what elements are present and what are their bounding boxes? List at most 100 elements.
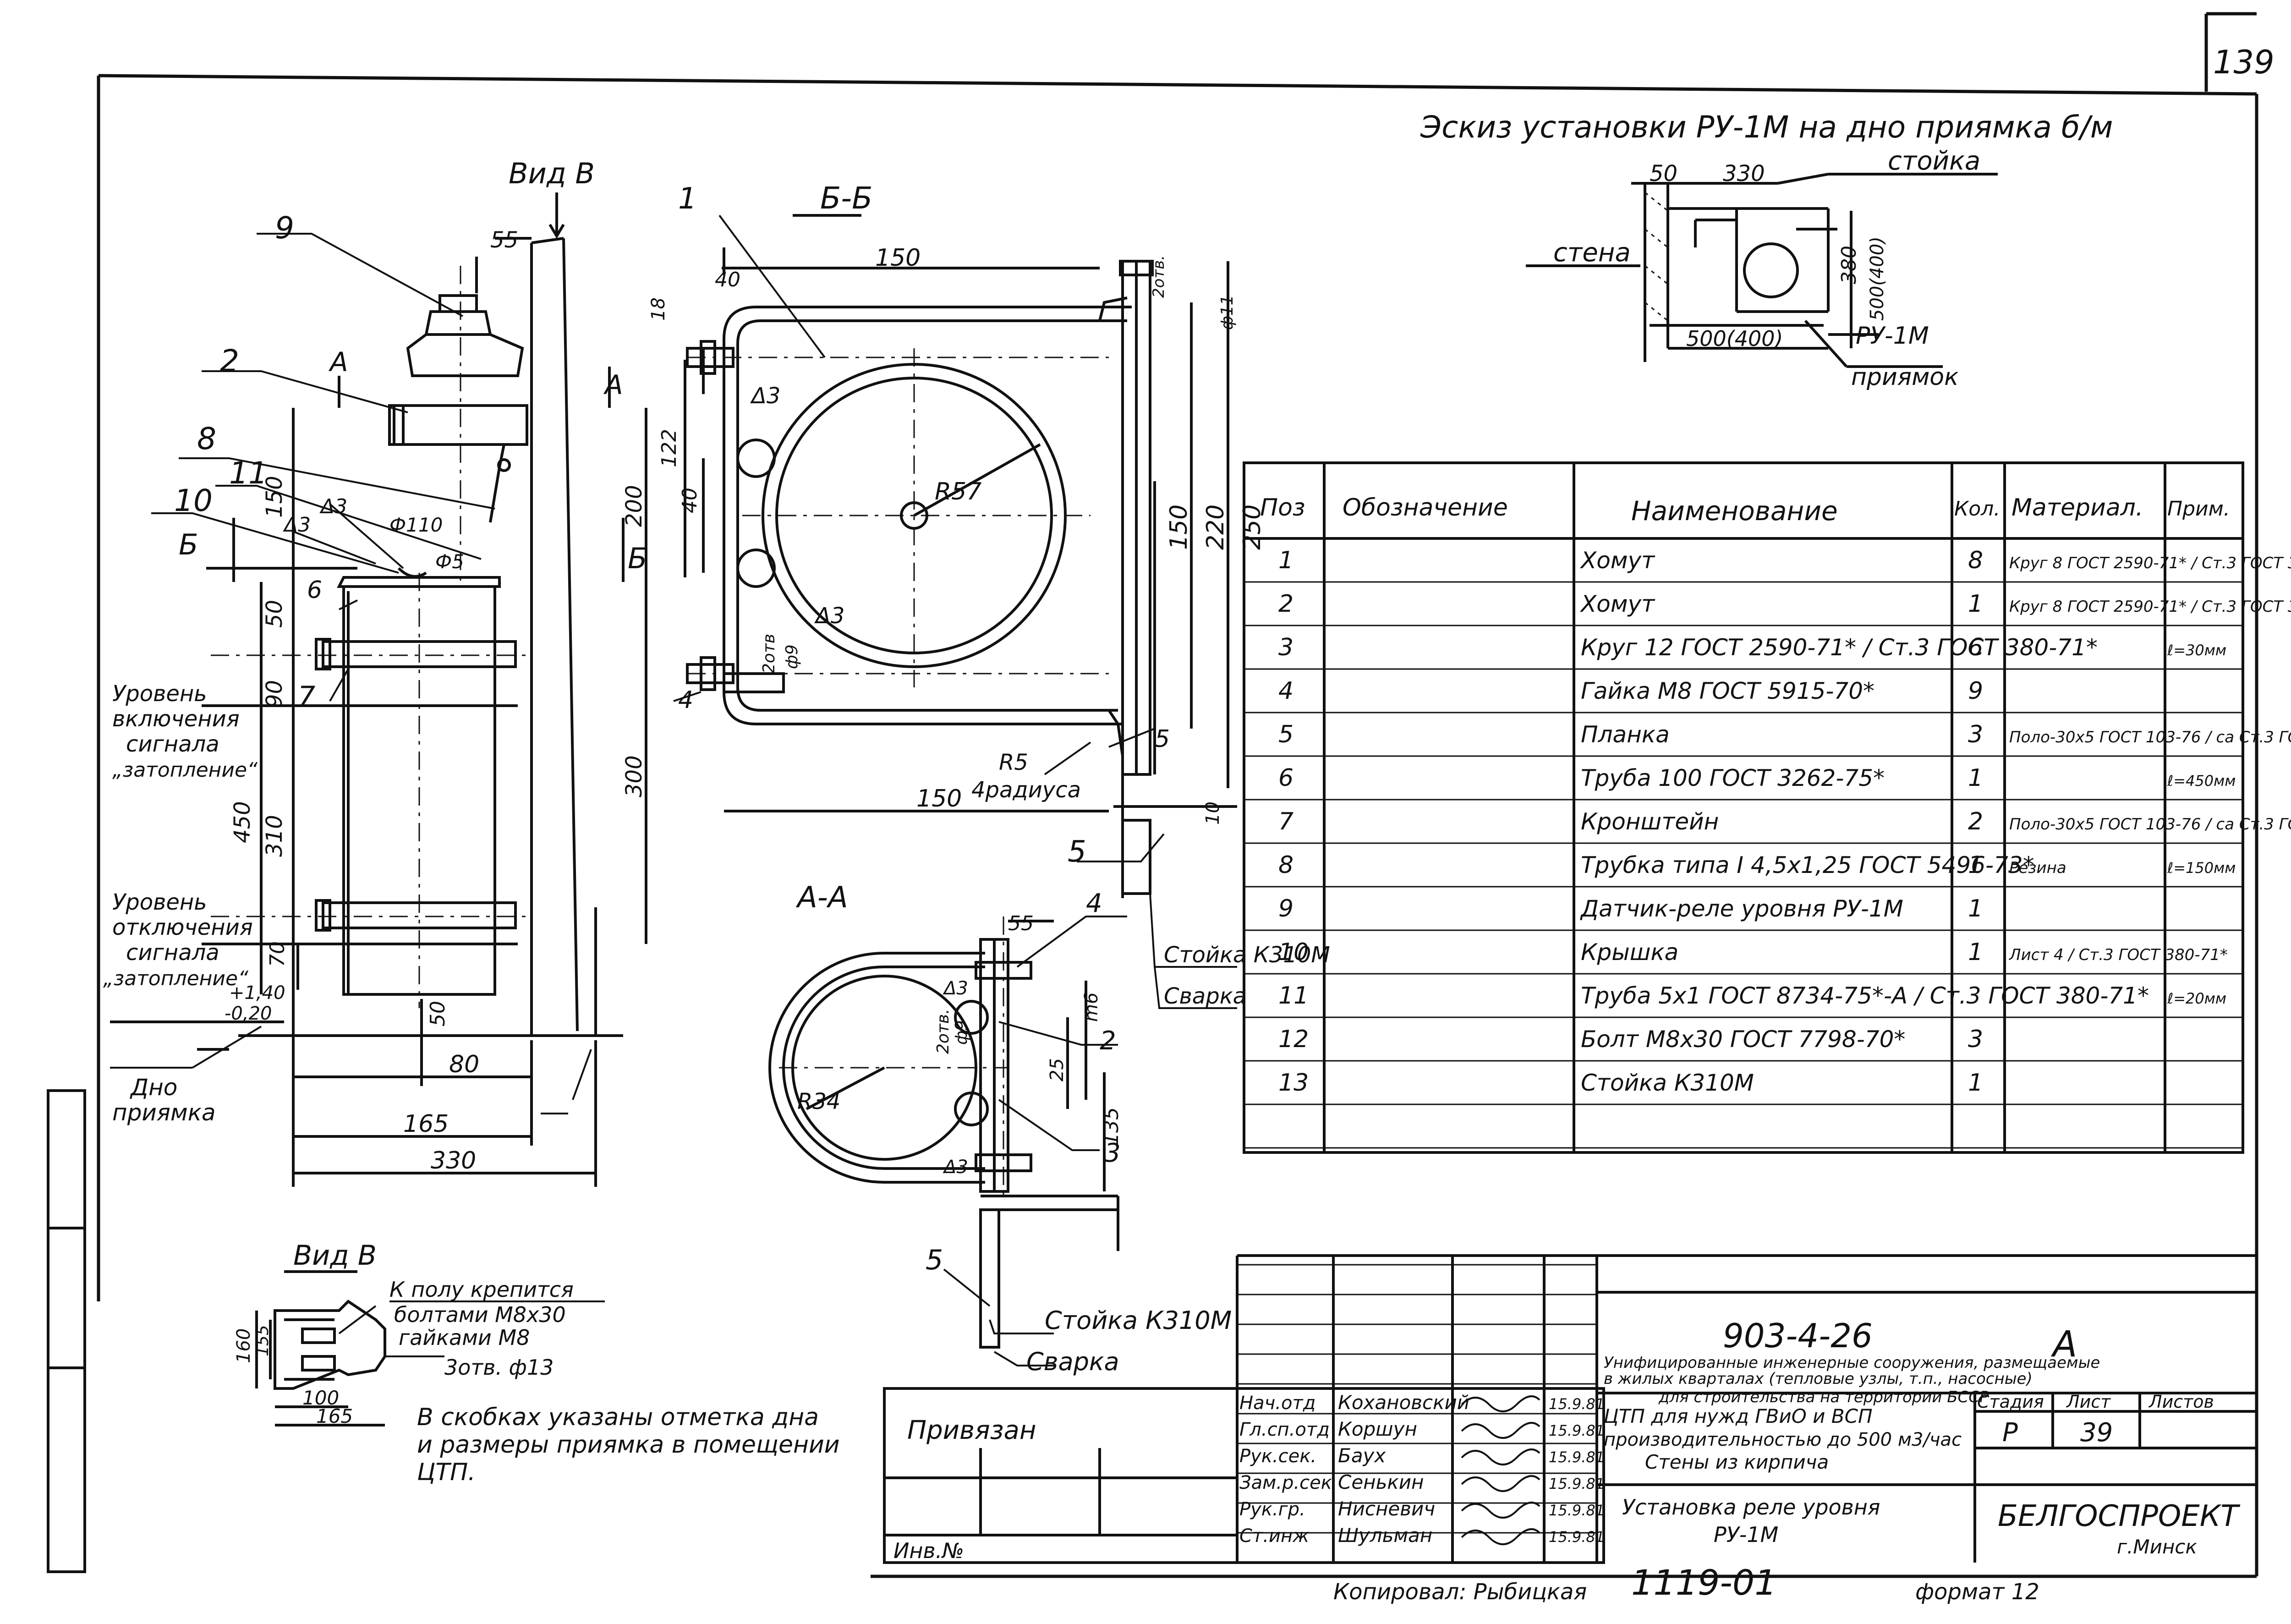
dim-80: 80 [449, 1051, 479, 1078]
stamp-person-date: 15.9.81 [1549, 1422, 1605, 1439]
bb-dim-phi9: ф9 [783, 644, 801, 669]
spec-cell-pos: 5 [1278, 721, 1293, 748]
spec-cell-qty: 1 [1968, 1069, 1983, 1097]
section-bb-title: Б-Б [820, 181, 872, 216]
section-bb: Б-Б [648, 181, 1266, 898]
stamp-sheets-label: Листов [2148, 1392, 2214, 1412]
signature-mark [1461, 1448, 1540, 1465]
view-b-small: Вид В К полу крепится болтами М8х30 гайк… [233, 1240, 605, 1427]
spec-cell-pos: 2 [1278, 590, 1293, 618]
spec-cell-pos: 4 [1278, 677, 1293, 705]
stamp-stage: Р [2002, 1418, 2018, 1448]
bb-dim-phi11: ф11 [1218, 295, 1237, 330]
bb-dim-40: 40 [715, 268, 740, 291]
spec-header-name: Наименование [1631, 495, 1838, 527]
aa-stoika: Стойка К310М [1045, 1306, 1232, 1335]
stamp-person-role: Ст.инж [1239, 1525, 1309, 1547]
level-off-4: „затопление“ [103, 967, 248, 990]
dim-450: 450 [230, 801, 255, 843]
spec-cell-note: ℓ=450мм [2167, 772, 2236, 790]
archive-number: 1119-01 [1631, 1562, 1777, 1603]
stamp-person-role: Рук.сек. [1239, 1446, 1316, 1467]
spec-cell-mat: Лист 4 / Ст.3 ГОСТ 380-71* [2008, 946, 2228, 964]
spec-cell-name: Труба 5х1 ГОСТ 8734-75*-А / Ст.3 ГОСТ 38… [1581, 982, 2149, 1009]
spec-cell-name: Труба 100 ГОСТ 3262-75* [1581, 765, 1885, 791]
stamp-inv: Инв.№ [893, 1538, 964, 1563]
signature-mark [1461, 1528, 1540, 1545]
stamp-person-name: Баух [1338, 1444, 1386, 1467]
level-plus140: +1,40 [229, 982, 285, 1004]
delta3-b: Δ3 [283, 513, 311, 537]
spec-cell-mat: Поло-30х5 ГОСТ 103-76 / са Ст.3 ГОСТ 380… [2009, 815, 2291, 834]
callout-9: 9 [275, 210, 294, 246]
stamp-code: 903-4-26 [1723, 1317, 1873, 1355]
bb-dim-2otv: 2отв. [1150, 255, 1168, 298]
spec-cell-note: ℓ=20мм [2167, 990, 2226, 1007]
bb-dim-18: 18 [648, 297, 669, 321]
view-b-dim-100: 100 [302, 1387, 339, 1409]
aa-delta3-a: Δ3 [943, 978, 968, 999]
stamp-object-1: ЦТП для нужд ГВиО и ВСП [1604, 1405, 1873, 1427]
bottom-label-2: приямка [112, 1099, 216, 1126]
dim-50: 50 [262, 600, 287, 628]
spec-cell-mat: Резина [2009, 859, 2066, 877]
sketch-title: Эскиз установки РУ-1М на дно приямка б/м [1420, 110, 2113, 145]
spec-cell-name: Гайка М8 ГОСТ 5915-70* [1581, 678, 1874, 704]
sketch-dim-380: 380 [1837, 246, 1861, 284]
sketch-dim-500h: 500(400) [1686, 326, 1783, 351]
stamp-person-name: Сенькин [1338, 1471, 1424, 1493]
spec-cell-qty: 2 [1968, 808, 1983, 835]
level-off-2: отключения [112, 915, 253, 940]
bb-dim-r5: R5 [999, 750, 1028, 775]
stamp-project-2: в жилых кварталах (тепловые узлы, т.п., … [1604, 1370, 2033, 1388]
view-b-note-2: болтами М8х30 [394, 1302, 566, 1327]
bb-stoika-label: Стойка К310М [1164, 942, 1330, 968]
dim-70: 70 [266, 941, 289, 967]
view-b-note-1: К полу крепится [389, 1277, 574, 1302]
stamp-person-role: Зам.р.сек [1239, 1472, 1332, 1493]
spec-header-qty: Кол. [1954, 497, 2000, 521]
spec-cell-qty: 3 [1968, 1026, 1983, 1053]
bb-delta3-b: Δ3 [814, 603, 844, 629]
stamp-letter: А [2050, 1324, 2077, 1365]
sheet-frame [97, 12, 2258, 1578]
section-mark-a-right: А [603, 369, 623, 401]
note-line-2: и размеры приямка в помещении [417, 1431, 840, 1459]
dim-310: 310 [262, 815, 287, 857]
bb-dim-radius: 4радиуса [971, 777, 1081, 803]
aa-dim-25: 25 [1047, 1058, 1068, 1081]
bb-callout-4: 4 [678, 686, 693, 714]
spec-header-mat: Материал. [2011, 494, 2143, 521]
stamp-person-date: 15.9.81 [1549, 1395, 1605, 1413]
sketch-dim-50: 50 [1650, 161, 1677, 187]
view-b-small-title: Вид В [293, 1240, 377, 1272]
bb-dim-40v: 40 [678, 488, 702, 513]
view-b-dim-155: 155 [253, 1325, 272, 1356]
spec-cell-pos: 11 [1278, 982, 1309, 1010]
stamp-person-name: Кохановский [1338, 1391, 1469, 1414]
bb-callout-1: 1 [678, 182, 697, 216]
signature-mark [1461, 1422, 1540, 1439]
dim-150: 150 [262, 476, 287, 518]
stamp-privyazan: Привязан [907, 1416, 1036, 1445]
stamp-sheet-label: Лист [2066, 1392, 2111, 1412]
view-b-dim-160: 160 [233, 1328, 254, 1363]
stamp-person-date: 15.9.81 [1549, 1475, 1605, 1492]
spec-cell-qty: 1 [1968, 895, 1983, 922]
spec-cell-mat: Поло-30х5 ГОСТ 103-76 / са Ст.3 ГОСТ 380… [2009, 728, 2291, 746]
dim-phi5: Ф5 [435, 550, 464, 573]
spec-header-desig: Обозначение [1343, 494, 1508, 521]
stamp-sheet: 39 [2080, 1418, 2113, 1448]
copied-by: Копировал: Рыбицкая [1333, 1579, 1587, 1605]
dim-165: 165 [403, 1110, 449, 1138]
spec-cell-pos: 7 [1278, 808, 1293, 835]
spec-cell-name: Болт М8х30 ГОСТ 7798-70* [1581, 1026, 1905, 1053]
aa-callout-4: 4 [1086, 889, 1102, 918]
sketch-dim-500v: 500(400) [1867, 236, 1888, 321]
main-view: Вид В [103, 157, 647, 1187]
bb-callout-5a: 5 [1155, 725, 1170, 753]
spec-cell-qty: 8 [1968, 547, 1983, 574]
spec-cell-name: Трубка типа I 4,5х1,25 ГОСТ 5496-73* [1581, 852, 2034, 878]
level-on-4: „затопление“ [112, 758, 258, 782]
stamp-stage-label: Стадия [1977, 1392, 2044, 1412]
